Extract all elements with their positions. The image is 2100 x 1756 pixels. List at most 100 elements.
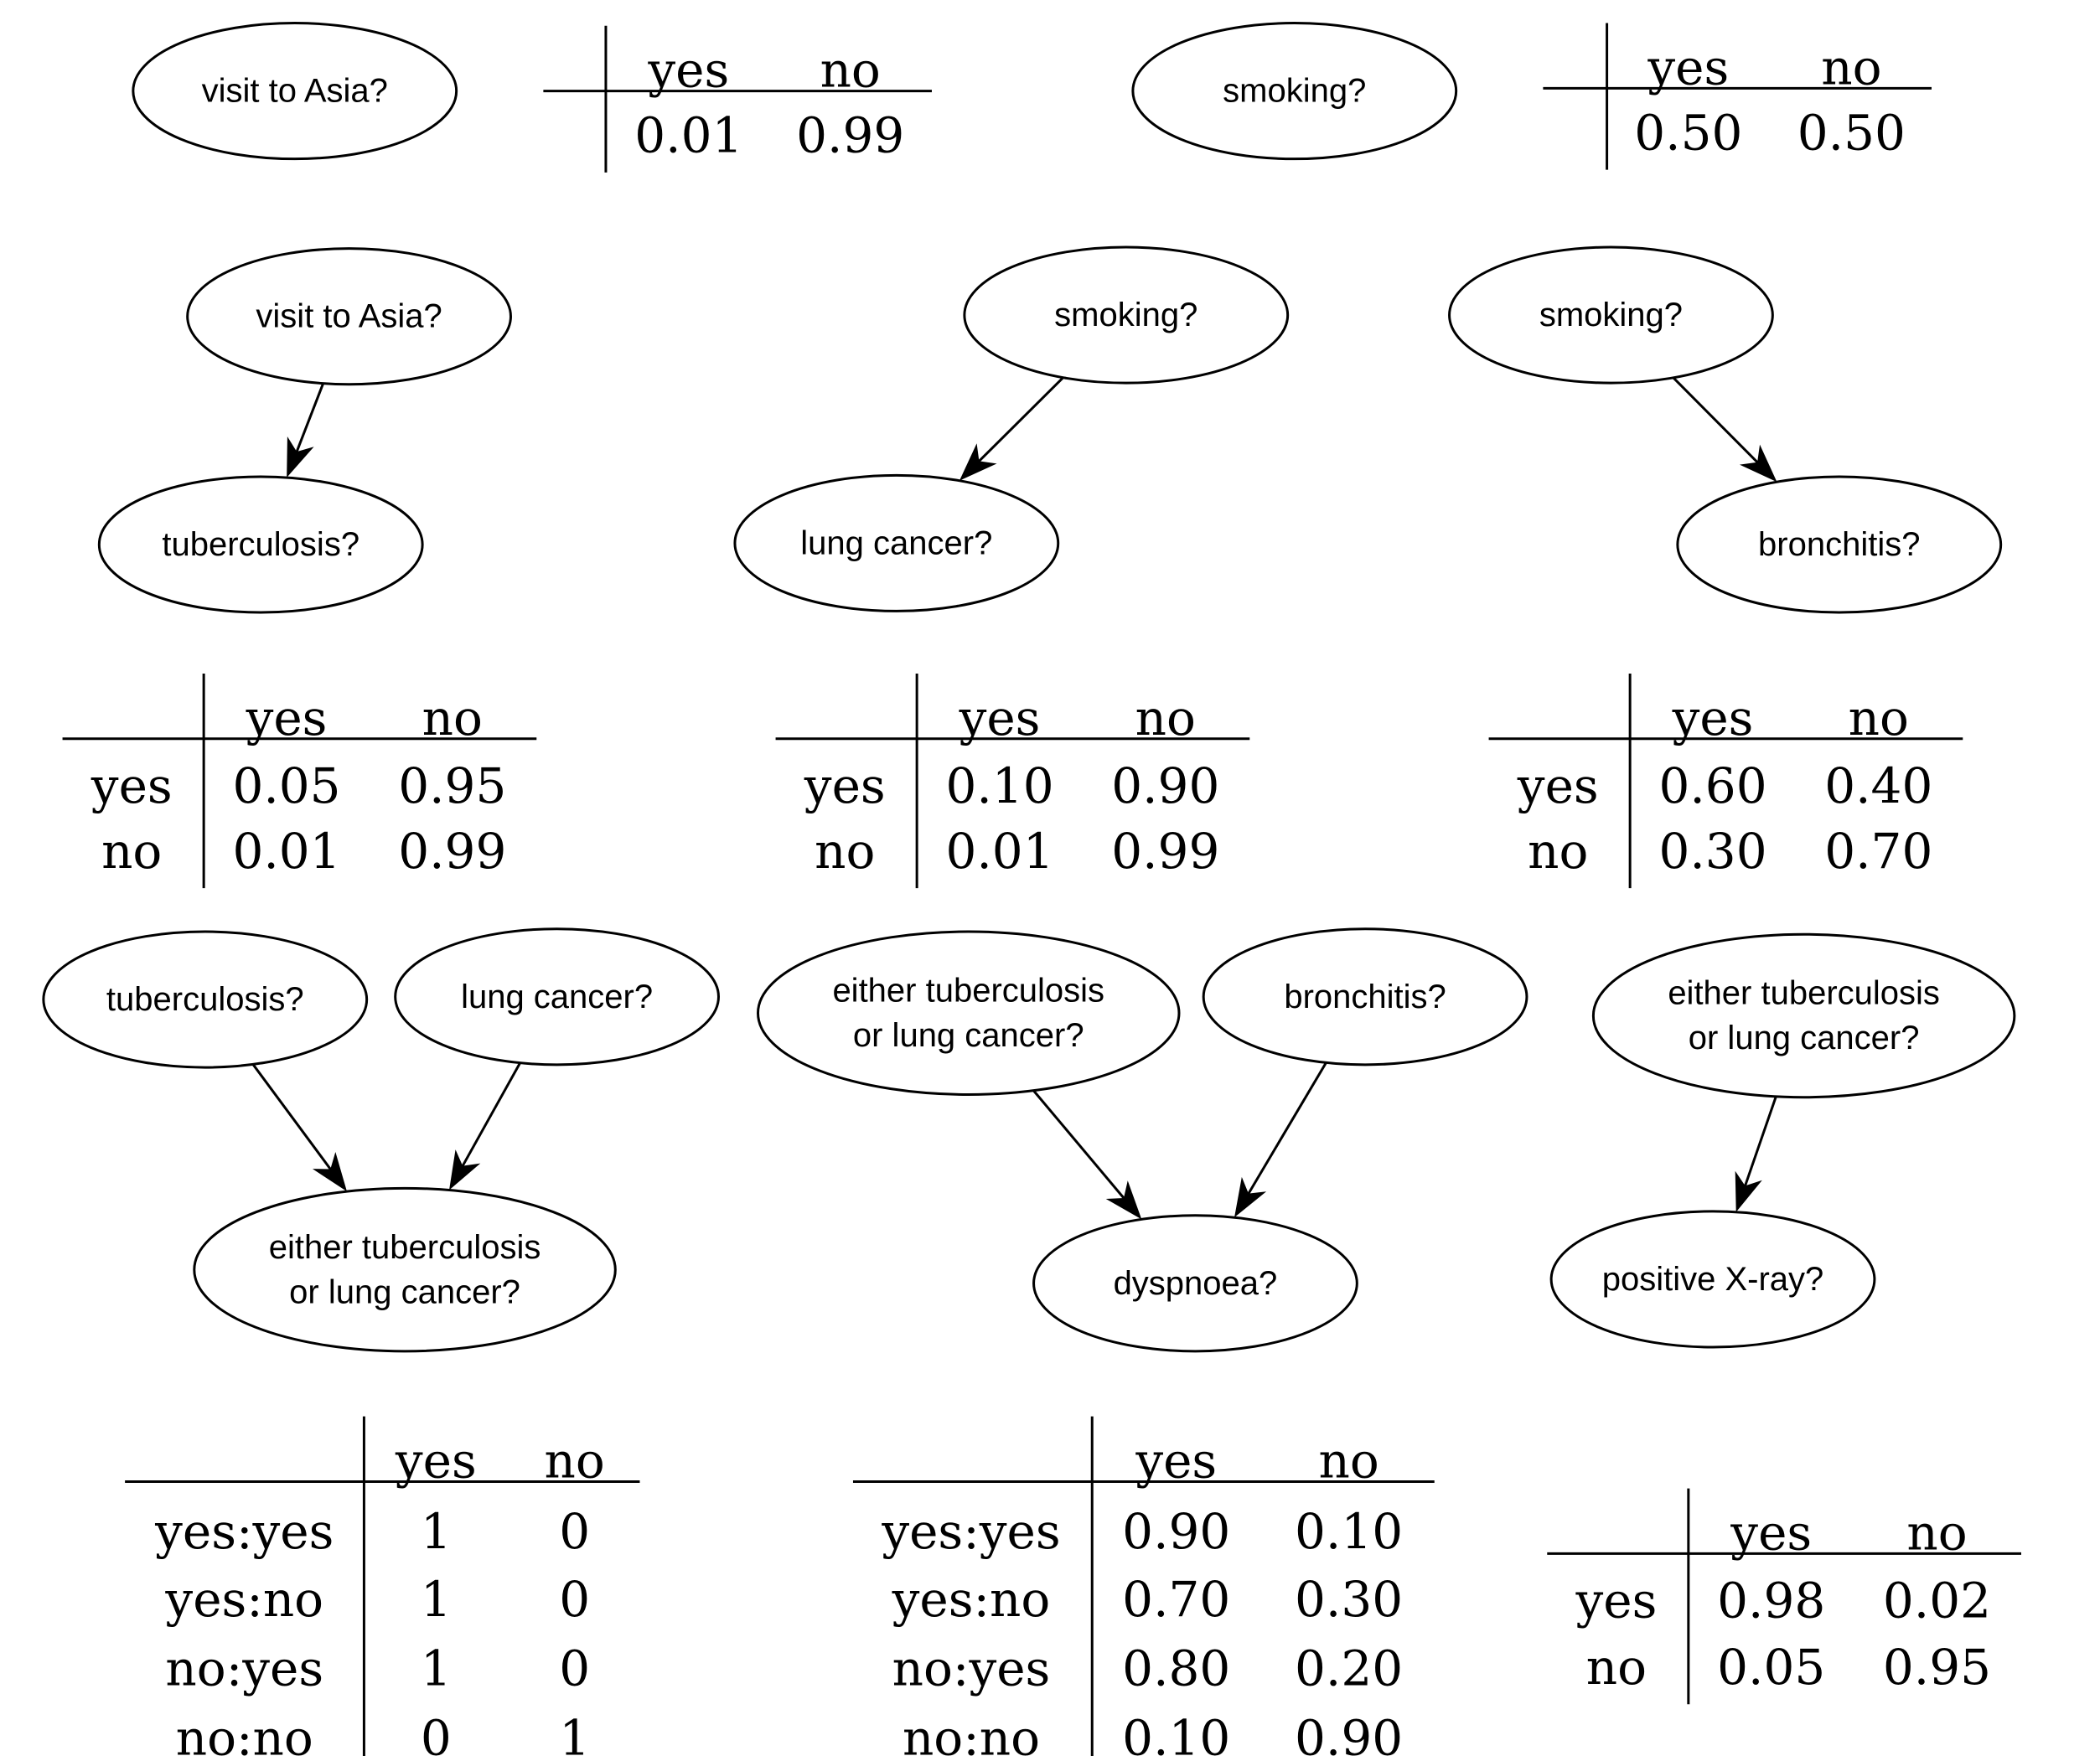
edge-n9-to-n11 <box>251 1063 347 1192</box>
node-label: tuberculosis? <box>162 526 359 563</box>
node-label: visit to Asia? <box>202 73 388 110</box>
node-ellipse <box>186 247 512 386</box>
edge-n13-to-n14 <box>1234 1061 1327 1218</box>
table-cell: 0.80 <box>1122 1640 1230 1697</box>
node-ellipse <box>1448 245 1774 385</box>
table-cell: 1 <box>421 1571 452 1628</box>
node-label: visit to Asia? <box>256 298 442 335</box>
node-n16: positive X-ray? <box>1549 1210 1876 1349</box>
node-n14: dyspnoea? <box>1032 1214 1358 1353</box>
table-cell: 0.20 <box>1295 1640 1403 1697</box>
table-column-header: no <box>1135 689 1196 746</box>
node-n13: bronchitis? <box>1202 927 1528 1067</box>
node-ellipse <box>1131 22 1458 161</box>
table-cell: 1 <box>559 1709 590 1756</box>
nodes-layer: visit to Asia? smoking? visit to Asia? tube… <box>42 22 2016 1353</box>
node-ellipse <box>756 930 1181 1096</box>
edge-line <box>1246 1061 1327 1197</box>
table-row-label: yes <box>1575 1573 1658 1629</box>
table-cell: 0.01 <box>945 823 1053 880</box>
node-label: tuberculosis? <box>106 981 304 1018</box>
table-cell: 0.70 <box>1824 823 1932 880</box>
node-n10: lung cancer? <box>394 927 720 1067</box>
node-label: bronchitis? <box>1758 526 1920 563</box>
table-cell: 0.10 <box>945 757 1053 814</box>
edge-line <box>976 376 1064 464</box>
table-row-label: yes:no <box>164 1571 323 1628</box>
node-n7: smoking? <box>1448 245 1774 385</box>
node-ellipse <box>394 927 720 1067</box>
node-label: or lung cancer? <box>289 1273 520 1310</box>
node-ellipse <box>963 245 1290 385</box>
edge-line <box>460 1061 521 1170</box>
table-cell: 0.05 <box>1717 1639 1825 1696</box>
node-n15: either tuberculosis or lung cancer? <box>1591 932 2016 1099</box>
table-column-header: yes <box>1135 1433 1217 1490</box>
arrowhead <box>449 1149 481 1190</box>
arrowhead <box>1735 1170 1762 1212</box>
table-column-header: no <box>1821 39 1881 96</box>
table-row-label: yes:yes <box>881 1503 1060 1560</box>
node-label: bronchitis? <box>1284 979 1446 1015</box>
table-row-label: yes <box>1517 757 1599 814</box>
table-cell: 0.95 <box>398 757 506 814</box>
table-cell: 0.99 <box>398 823 506 880</box>
edge-line <box>1032 1089 1127 1201</box>
table-row-label: yes:yes <box>154 1503 334 1560</box>
node-label: or lung cancer? <box>1689 1020 1920 1056</box>
node-ellipse <box>1591 932 2016 1099</box>
arrowhead <box>959 443 997 481</box>
table-row-label: no <box>1528 823 1588 880</box>
edge-n7-to-n8 <box>1672 376 1777 483</box>
node-label: smoking? <box>1054 297 1197 333</box>
table-column-header: yes <box>1672 689 1754 746</box>
table-row-label: no <box>101 823 162 880</box>
table-column-header: no <box>545 1433 605 1490</box>
table-cell: 0.01 <box>634 107 742 164</box>
table-cell: 0 <box>421 1709 452 1756</box>
table-column-header: no <box>1318 1433 1378 1490</box>
table-cell: 0.05 <box>232 757 340 814</box>
arrowhead <box>1739 444 1777 483</box>
node-n2: smoking? <box>1131 22 1458 161</box>
table-cell: 0.02 <box>1883 1573 1991 1629</box>
edge-line <box>1743 1096 1777 1189</box>
table-row-label: yes <box>91 757 173 814</box>
table-column-header: yes <box>246 689 328 746</box>
edges-layer <box>251 376 1777 1220</box>
table-cell: 0.10 <box>1122 1709 1230 1756</box>
arrowhead <box>1234 1176 1267 1218</box>
node-ellipse <box>733 473 1060 612</box>
table-cell: 0.50 <box>1634 104 1742 161</box>
table-column-header: no <box>1906 1505 1967 1562</box>
table-column-header: yes <box>395 1433 477 1490</box>
node-ellipse <box>1549 1210 1876 1349</box>
edge-n12-to-n14 <box>1032 1089 1142 1220</box>
table-row-label: yes:no <box>892 1571 1051 1628</box>
node-label: either tuberculosis <box>1668 975 1940 1012</box>
table-column-header: yes <box>1730 1505 1812 1562</box>
table-column-header: yes <box>1647 39 1729 96</box>
node-ellipse <box>193 1186 617 1353</box>
edge-line <box>1672 376 1761 465</box>
edge-n3-to-n4 <box>287 383 325 478</box>
table-cell: 0.30 <box>1295 1571 1403 1628</box>
table-column-header: no <box>422 689 483 746</box>
node-n9: tuberculosis? <box>42 930 369 1069</box>
node-label: smoking? <box>1223 73 1366 110</box>
node-ellipse <box>1032 1214 1358 1353</box>
table-row-label: no <box>1586 1639 1647 1696</box>
table-cell: 0.70 <box>1122 1571 1230 1628</box>
node-label: smoking? <box>1539 297 1683 333</box>
table-row-label: no <box>815 823 875 880</box>
